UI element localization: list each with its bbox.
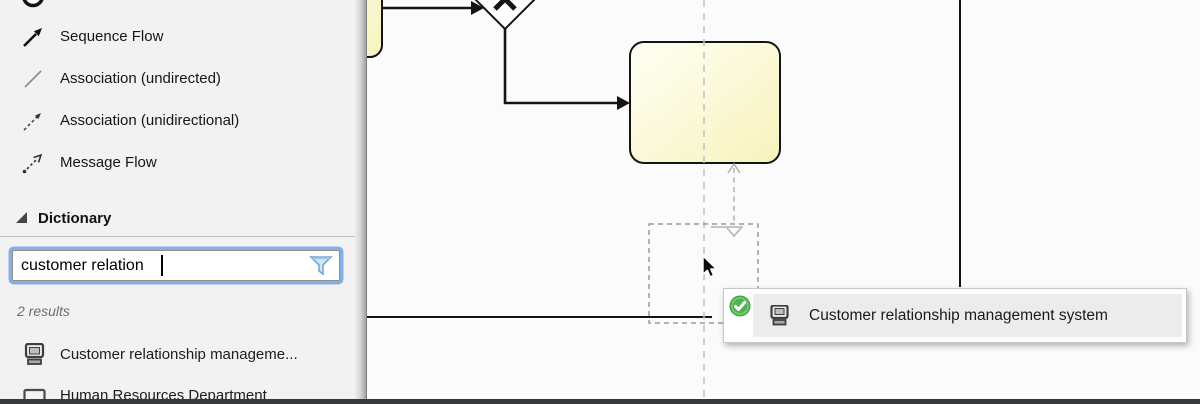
dictionary-result-label: Customer relationship manageme... bbox=[60, 346, 298, 363]
dictionary-section-header[interactable]: Dictionary bbox=[0, 207, 355, 231]
palette-item-label: Association (undirected) bbox=[60, 70, 221, 87]
search-input[interactable]: customer relation bbox=[12, 250, 340, 281]
palette-item-label: Message Flow bbox=[60, 154, 157, 171]
diagram-layer bbox=[367, 0, 961, 404]
search-input-value: customer relation bbox=[21, 257, 144, 274]
exclusive-gateway[interactable] bbox=[474, 0, 536, 31]
sidebar-resize-handle[interactable] bbox=[355, 0, 367, 404]
text-caret bbox=[161, 255, 163, 276]
diagram-canvas[interactable]: Customer relationship management system bbox=[367, 0, 1200, 404]
dictionary-title: Dictionary bbox=[38, 210, 112, 227]
palette-item-label: Association (unidirectional) bbox=[60, 112, 240, 129]
divider bbox=[0, 236, 355, 237]
suggestion-popup: Customer relationship management system bbox=[723, 288, 1187, 343]
association-undirected-icon bbox=[20, 66, 46, 92]
shape-palette-sidebar: End Event Sequence Flow Association (und… bbox=[0, 0, 355, 404]
bottom-bar bbox=[0, 399, 1200, 404]
results-count: 2 results bbox=[17, 303, 70, 319]
palette-item-label: End Event bbox=[60, 0, 129, 9]
sequence-flow-icon bbox=[20, 24, 46, 50]
association-unidirectional-icon bbox=[20, 108, 46, 134]
computer-icon bbox=[23, 342, 46, 367]
suggestion-item[interactable]: Customer relationship management system bbox=[753, 294, 1182, 337]
palette-item-sequence-flow[interactable]: Sequence Flow bbox=[0, 24, 355, 50]
drop-outline bbox=[648, 223, 759, 324]
message-flow-icon bbox=[20, 150, 46, 176]
green-check-badge-icon bbox=[729, 295, 751, 317]
task-node[interactable] bbox=[629, 41, 781, 164]
end-event-icon bbox=[20, 0, 46, 9]
sequence-flow-connector[interactable] bbox=[382, 1, 484, 15]
dictionary-result-crm-system[interactable]: Customer relationship manageme... bbox=[0, 342, 355, 368]
palette-item-association-unidirectional[interactable]: Association (unidirectional) bbox=[0, 108, 355, 134]
palette-item-association-undirected[interactable]: Association (undirected) bbox=[0, 66, 355, 92]
computer-icon bbox=[769, 303, 791, 327]
collapse-triangle-icon bbox=[16, 212, 27, 223]
suggestion-label: Customer relationship management system bbox=[809, 306, 1108, 324]
palette-item-label: Sequence Flow bbox=[60, 28, 164, 45]
palette-item-end-event[interactable]: End Event bbox=[0, 0, 355, 9]
association-preview-connector bbox=[711, 162, 743, 238]
task-node-clipped[interactable] bbox=[367, 0, 383, 58]
filter-funnel-icon[interactable] bbox=[309, 254, 333, 278]
sequence-flow-connector-2[interactable] bbox=[503, 29, 630, 110]
palette-item-message-flow[interactable]: Message Flow bbox=[0, 150, 355, 176]
mouse-cursor bbox=[702, 255, 718, 278]
